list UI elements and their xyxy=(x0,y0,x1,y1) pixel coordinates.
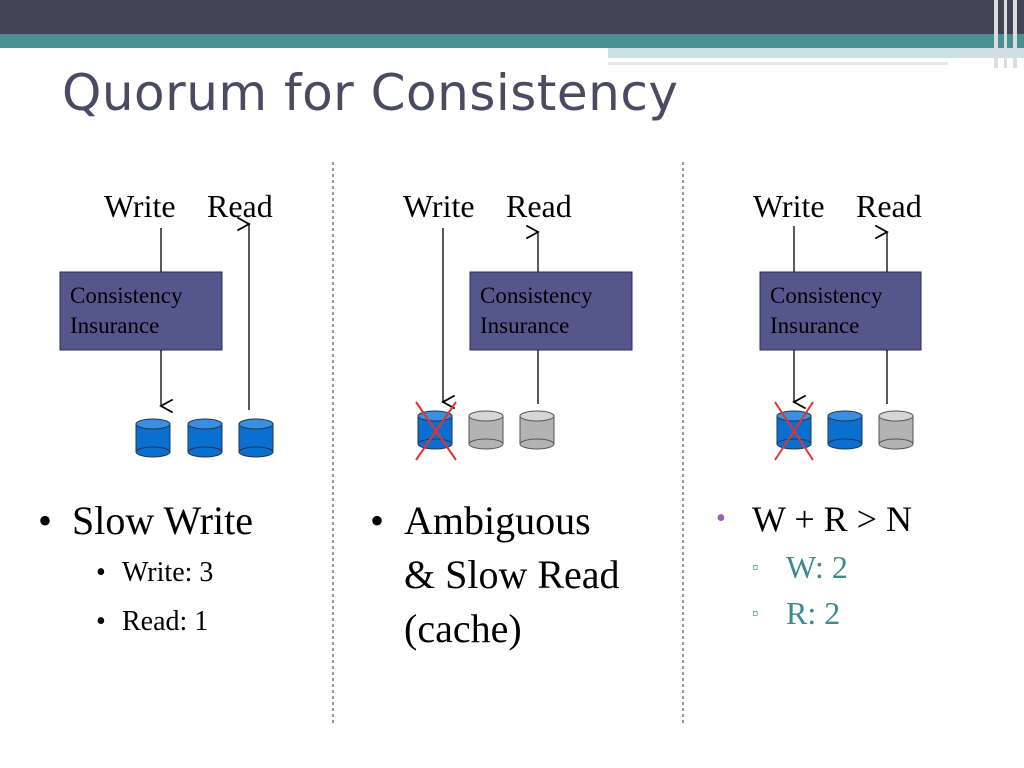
write-label: Write xyxy=(104,188,176,224)
header-grip-3 xyxy=(1013,0,1017,68)
bullet-item: Ambiguous & Slow Read (cache) xyxy=(366,494,676,656)
sub-bullet-item: W: 2 xyxy=(714,544,1014,590)
consistency-box xyxy=(759,271,922,351)
disk-group xyxy=(135,418,274,458)
write-label: Write xyxy=(753,188,825,224)
disk-icon xyxy=(878,410,914,450)
sub-bullet-item: R: 2 xyxy=(714,590,1014,636)
sub-bullet-item: Write: 3 xyxy=(84,548,324,597)
disk-icon xyxy=(187,418,223,458)
bullet-item: Slow Write xyxy=(34,494,324,548)
box-line-2: Insurance xyxy=(70,313,159,338)
box-line-2: Insurance xyxy=(480,313,569,338)
header-grip-2 xyxy=(1004,0,1007,68)
box-line-1: Consistency xyxy=(770,283,883,308)
bullet-item: W + R > N xyxy=(714,494,1014,544)
read-label: Read xyxy=(506,188,572,224)
read-label: Read xyxy=(207,188,273,224)
panel-2: Write Read Consistency Insurance xyxy=(403,188,633,461)
panel-3-bullets: W + R > N W: 2 R: 2 xyxy=(714,494,1014,636)
disk-icon xyxy=(519,410,555,450)
box-line-1: Consistency xyxy=(480,283,593,308)
header-stripe-light xyxy=(608,48,1024,58)
panel-3: Write Read Consistency Insurance xyxy=(753,188,922,461)
disk-group xyxy=(415,401,555,461)
consistency-box xyxy=(59,271,223,351)
disk-group xyxy=(774,401,914,461)
box-line-2: Insurance xyxy=(770,313,859,338)
bullet-line: (cache) xyxy=(404,606,522,651)
slide-title: Quorum for Consistency xyxy=(62,64,679,122)
disk-icon xyxy=(135,418,171,458)
disk-icon xyxy=(827,410,863,450)
header-stripe-thin xyxy=(608,62,948,65)
box-line-1: Consistency xyxy=(70,283,183,308)
header-grip-1 xyxy=(994,0,998,68)
read-label: Read xyxy=(856,188,922,224)
consistency-box xyxy=(469,271,633,351)
failed-cross-icon xyxy=(774,401,814,461)
header-band-dark xyxy=(0,0,1024,34)
header-band-teal xyxy=(0,34,1024,48)
panel-1: Write Read Consistency Insurance xyxy=(59,188,274,458)
disk-icon xyxy=(238,418,274,458)
sub-bullet-item: Read: 1 xyxy=(84,597,324,646)
bullet-line: Ambiguous xyxy=(404,498,591,543)
panel-1-bullets: Slow Write Write: 3 Read: 1 xyxy=(34,494,324,646)
panel-2-bullets: Ambiguous & Slow Read (cache) xyxy=(366,494,676,656)
disk-icon xyxy=(468,410,504,450)
write-label: Write xyxy=(403,188,475,224)
failed-cross-icon xyxy=(415,401,457,461)
bullet-line: & Slow Read xyxy=(404,552,620,597)
